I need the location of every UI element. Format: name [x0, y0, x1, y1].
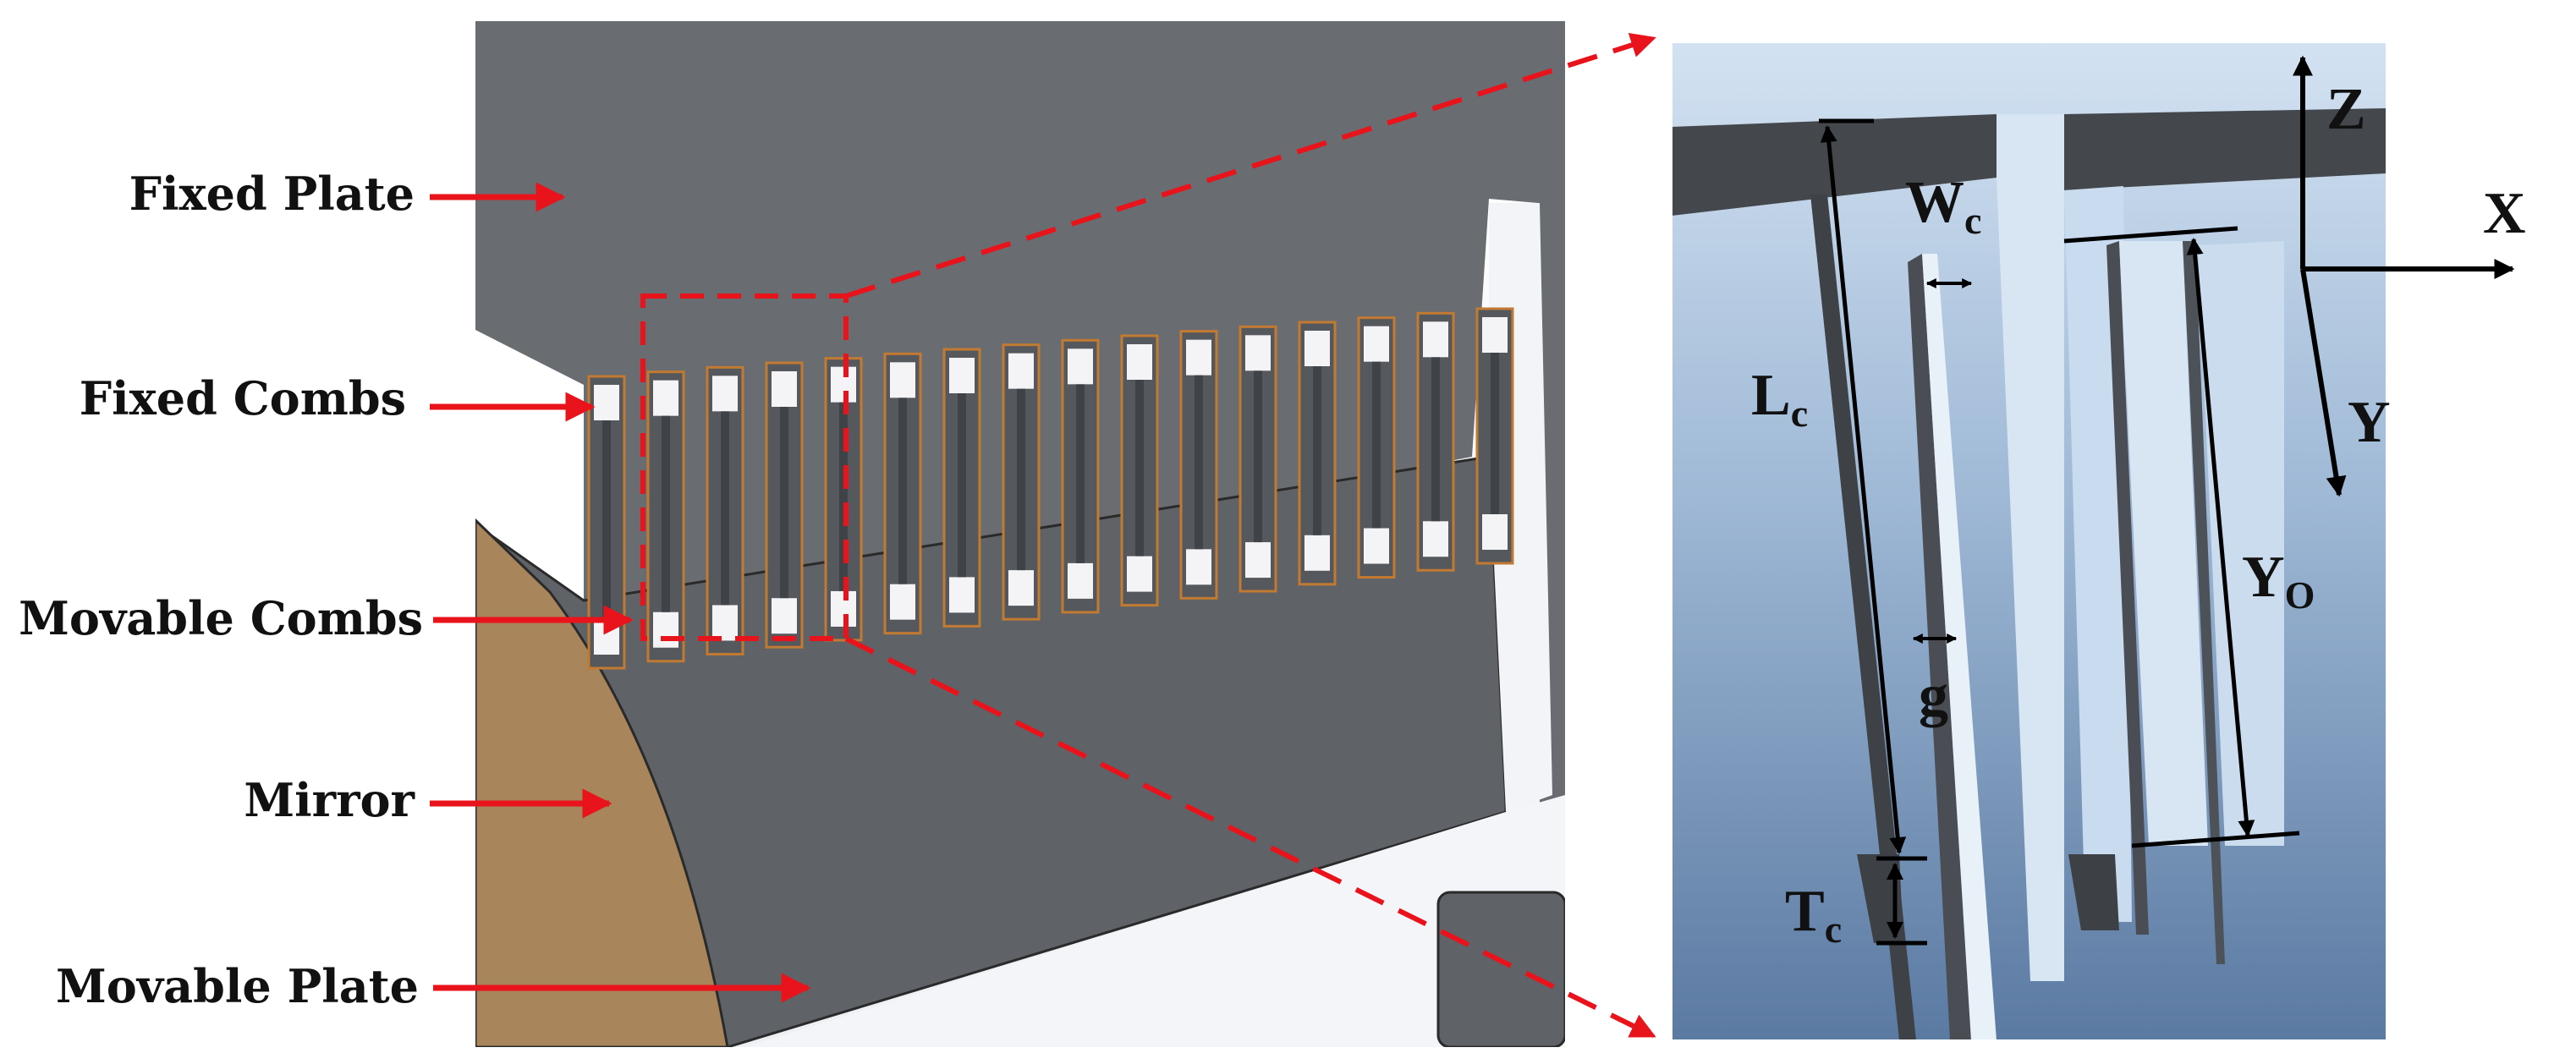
- comb-finger: [1491, 353, 1499, 514]
- comb-finger: [1254, 370, 1262, 543]
- fixed-comb-tip: [949, 358, 975, 393]
- fixed-comb-tip: [772, 371, 797, 407]
- coordinate-axes: Z X Y: [2293, 55, 2526, 497]
- movable-comb-tip: [772, 598, 797, 634]
- axis-z-label: Z: [2326, 77, 2366, 142]
- label-movable-combs-text: Movable Combs: [19, 591, 423, 645]
- axis-y-line: [2300, 268, 2347, 497]
- movable-comb-tip: [949, 577, 975, 613]
- label-fixed-combs: Fixed Combs: [80, 371, 596, 425]
- detail-view: [1672, 42, 2387, 1040]
- fixed-comb-tip: [1127, 344, 1152, 380]
- label-mirror: Mirror: [244, 773, 612, 827]
- zoom-box: [640, 293, 849, 641]
- movable-comb-tip: [1127, 556, 1152, 592]
- comb-finger: [721, 411, 729, 606]
- fixed-comb-tip: [890, 362, 915, 398]
- movable-comb-tip: [712, 605, 738, 641]
- wc-label: Wc: [1905, 170, 1981, 242]
- tc-label: Tc: [1785, 879, 1842, 951]
- detail-comb-right-edge: [2106, 241, 2149, 935]
- comb-finger: [662, 415, 670, 612]
- movable-comb-tip: [1364, 528, 1389, 564]
- comb-finger: [1195, 375, 1203, 550]
- comb-finger: [839, 402, 848, 591]
- comb-finger: [898, 398, 907, 584]
- zoom-line-bottom: [844, 636, 1656, 1039]
- detail-comb-left-body: [1922, 254, 1997, 1040]
- movable-comb-tip: [1304, 535, 1330, 571]
- detail-comb-right-tip: [2068, 854, 2119, 930]
- fixed-comb-tip: [1245, 335, 1271, 371]
- movable-comb-tip: [1186, 549, 1211, 585]
- structure-view: [475, 21, 1565, 1047]
- yo-top-tick: [2063, 226, 2238, 244]
- label-fixed-combs-text: Fixed Combs: [80, 371, 406, 425]
- movable-comb-tip: [653, 612, 678, 648]
- dimension-wc: Wc: [1905, 170, 1981, 288]
- movable-comb-tip: [1008, 570, 1034, 606]
- fixed-comb-tip: [712, 376, 738, 412]
- comb-finger: [602, 420, 611, 619]
- fixed-comb-tip: [1423, 321, 1448, 358]
- detail-light-channel-1: [1997, 114, 2064, 981]
- fixed-comb-tip: [594, 385, 619, 420]
- label-movable-plate: Movable Plate: [56, 959, 811, 1013]
- g-label: g: [1919, 663, 1948, 728]
- comb-finger: [958, 393, 966, 578]
- dimension-tc: Tc: [1785, 863, 1927, 951]
- lc-arrow: [1820, 125, 1907, 854]
- yo-label: YO: [2242, 545, 2315, 617]
- movable-comb-tip: [1482, 514, 1508, 550]
- fixed-comb-tip: [1186, 339, 1211, 376]
- movable-comb-tip: [594, 619, 619, 655]
- label-movable-plate-text: Movable Plate: [56, 959, 419, 1013]
- yo-bottom-tick: [2131, 831, 2300, 848]
- fixed-comb-tip: [1364, 326, 1389, 362]
- movable-comb-tip: [1068, 562, 1093, 599]
- detail-comb-right-body: [2119, 241, 2208, 846]
- comb-finger: [1017, 388, 1025, 571]
- axis-x-label: X: [2483, 181, 2526, 246]
- dimension-lc: Lc: [1751, 118, 1927, 861]
- fixed-comb-tip: [1482, 317, 1508, 353]
- fixed-comb-tip: [653, 380, 678, 416]
- yo-arrow: [2186, 238, 2255, 837]
- detail-frame: [1671, 41, 2387, 1041]
- fixed-comb-tip: [1008, 353, 1034, 389]
- comb-finger: [1313, 366, 1321, 535]
- comb-finger: [1076, 384, 1085, 563]
- detail-fixed-bar-right: [2064, 108, 2387, 190]
- lower-right-white: [744, 795, 1565, 1047]
- dimension-yo: YO: [2063, 226, 2315, 848]
- label-mirror-text: Mirror: [244, 773, 415, 827]
- label-movable-combs: Movable Combs: [19, 591, 634, 645]
- movable-comb-tip: [1245, 542, 1271, 579]
- detail-comb-left-tooth: [1908, 254, 1971, 1040]
- comb-finger: [780, 407, 788, 599]
- axis-y-label: Y: [2348, 390, 2391, 455]
- comb-finger: [1372, 361, 1381, 529]
- fixed-comb-tip: [1304, 331, 1330, 366]
- fixed-comb-tip: [1068, 348, 1093, 385]
- label-fixed-plate-text: Fixed Plate: [129, 167, 415, 221]
- mirror: [475, 518, 729, 1047]
- lc-label: Lc: [1751, 363, 1808, 435]
- label-fixed-plate: Fixed Plate: [129, 167, 566, 221]
- movable-comb-tip: [890, 584, 915, 620]
- comb-finger: [1431, 357, 1440, 522]
- movable-comb-tip: [1423, 521, 1448, 557]
- dimension-g: g: [1912, 633, 1958, 728]
- comb-finger: [1135, 380, 1144, 557]
- corner-block: [1436, 891, 1565, 1047]
